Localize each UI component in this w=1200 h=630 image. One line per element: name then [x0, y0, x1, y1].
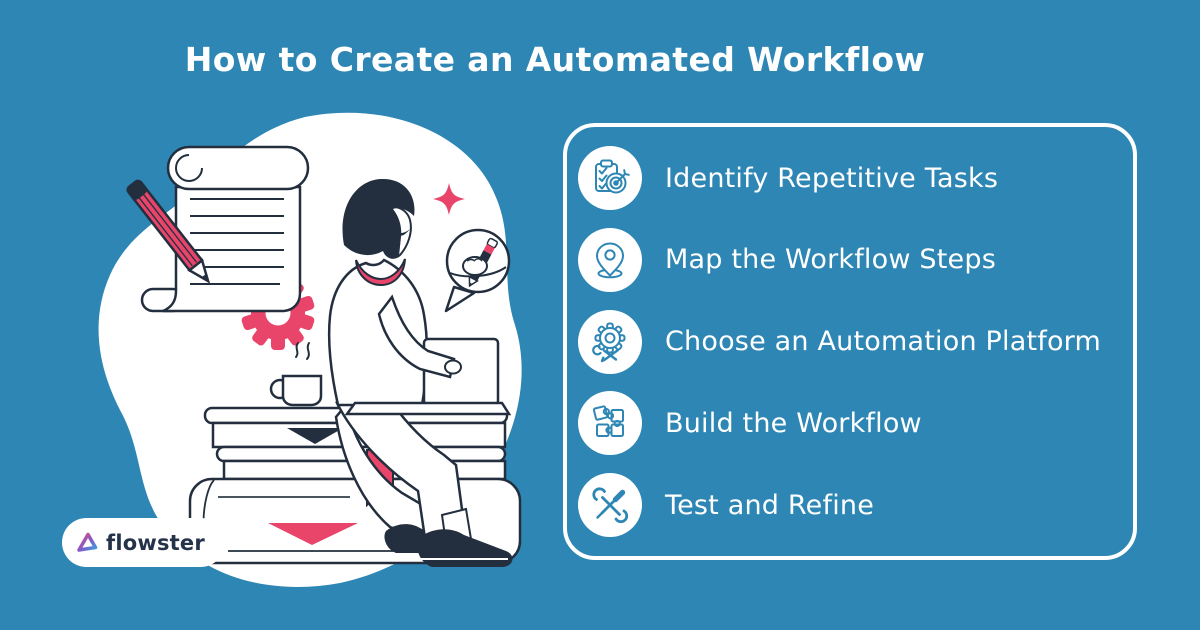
step-label: Map the Workflow Steps: [665, 244, 996, 276]
map-pin-icon: [578, 227, 642, 292]
puzzle-pieces-icon: [578, 391, 642, 456]
pencil-icon: [126, 179, 211, 284]
step-label: Build the Workflow: [665, 407, 922, 439]
laptop-base: [344, 401, 512, 416]
page-title: How to Create an Automated Workflow: [184, 40, 926, 79]
step-label: Identify Repetitive Tasks: [665, 162, 999, 194]
step-row-5: Test and Refine: [578, 473, 1119, 537]
hair: [342, 178, 415, 258]
step-label: Choose an Automation Platform: [665, 326, 1102, 357]
flowster-logo-icon: [77, 532, 98, 552]
steps-panel: Identify Repetitive Tasks Map the Workfl…: [563, 123, 1137, 560]
arm: [377, 294, 456, 379]
illustration-svg: [98, 112, 522, 587]
step-label: Test and Refine: [665, 489, 875, 521]
coffee-mug-icon: [269, 342, 323, 407]
step-row-4: Build the Workflow: [578, 391, 1119, 456]
step-row-2: Map the Workflow Steps: [578, 227, 1119, 292]
brand-badge: flowster: [62, 518, 225, 567]
clipboard-target-icon: [578, 146, 642, 210]
step-row-1: Identify Repetitive Tasks: [578, 146, 1119, 210]
gear-tools-icon: [578, 309, 642, 374]
speech-bubble-writing: [444, 228, 511, 313]
shoe-front: [417, 529, 513, 567]
collar: [355, 258, 406, 287]
brand-name: flowster: [106, 530, 205, 555]
wrench-screwdriver-icon: [578, 473, 642, 537]
person-with-laptop: [327, 178, 513, 567]
step-row-3: Choose an Automation Platform: [578, 309, 1119, 374]
sparkle-icon: [433, 183, 465, 215]
scroll-document: [140, 145, 310, 313]
smile: [392, 229, 410, 237]
illustration-scene: [50, 95, 570, 605]
